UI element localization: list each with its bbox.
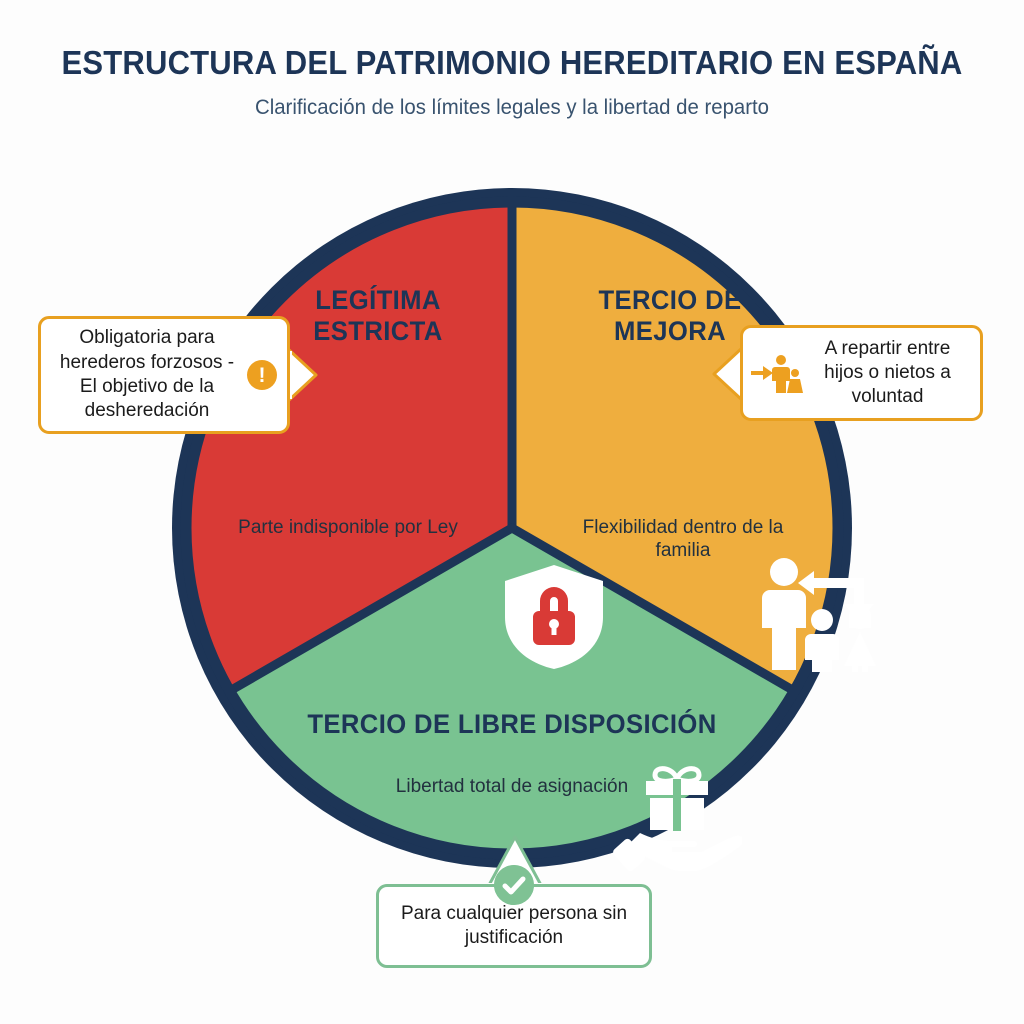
segment-dividers: [228, 201, 796, 694]
page-subtitle: Clarificación de los límites legales y l…: [254, 95, 770, 119]
callout-legitima-estricta[interactable]: Obligatoria para herederos forzosos - El…: [38, 316, 290, 434]
callout-left-pointer: [288, 347, 318, 403]
warning-exclamation-icon: !: [247, 360, 277, 390]
check-circle-icon: [494, 865, 534, 905]
callout-tercio-de-mejora[interactable]: A repartir entre hijos o nietos a volunt…: [740, 325, 983, 421]
arrow-family-icon: [751, 355, 803, 393]
gift-in-hand-icon: [613, 766, 742, 871]
inheritance-pie-chart: [162, 178, 876, 878]
segment-tercio-de-libre-disposicion[interactable]: [233, 528, 791, 850]
pie-chart-svg: [172, 188, 852, 868]
callout-right-text: A repartir entre hijos o nietos a volunt…: [824, 337, 951, 408]
callout-bottom-text: Para cualquier persona sin justificación: [400, 902, 628, 948]
page-title: ESTRUCTURA DEL PATRIMONIO HEREDITARIO EN…: [61, 44, 963, 81]
family-transfer-icon: [762, 558, 876, 672]
shield-lock-icon: [505, 565, 603, 669]
header: ESTRUCTURA DEL PATRIMONIO HEREDITARIO EN…: [0, 44, 1024, 120]
callout-tercio-de-libre-disposicion[interactable]: Para cualquier persona sin justificación: [376, 865, 652, 968]
callout-left-text: Obligatoria para herederos forzosos - El…: [59, 327, 235, 422]
